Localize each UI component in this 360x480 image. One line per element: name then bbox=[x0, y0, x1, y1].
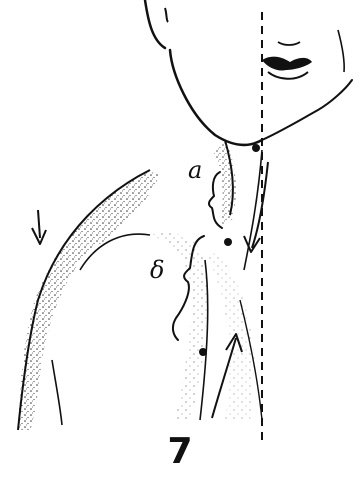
jaw-outline bbox=[145, 0, 262, 145]
dot-chest bbox=[199, 348, 207, 356]
lower-lip bbox=[268, 72, 308, 79]
cheek-line bbox=[338, 30, 344, 72]
arm-inner-line bbox=[52, 360, 62, 425]
neck-side-line bbox=[244, 150, 262, 270]
bracket-a bbox=[209, 172, 222, 228]
nostril bbox=[278, 42, 300, 45]
upper-lip bbox=[262, 57, 312, 71]
label-b: δ bbox=[150, 256, 164, 284]
down-arrow-shoulder bbox=[32, 210, 46, 244]
chin-outline bbox=[262, 80, 352, 140]
shoulder-shading bbox=[18, 170, 160, 430]
dot-chin bbox=[252, 144, 260, 152]
dot-neck bbox=[224, 238, 232, 246]
figure-number: 7 bbox=[160, 432, 200, 472]
hair-line bbox=[165, 8, 168, 22]
label-a: a bbox=[188, 156, 202, 184]
